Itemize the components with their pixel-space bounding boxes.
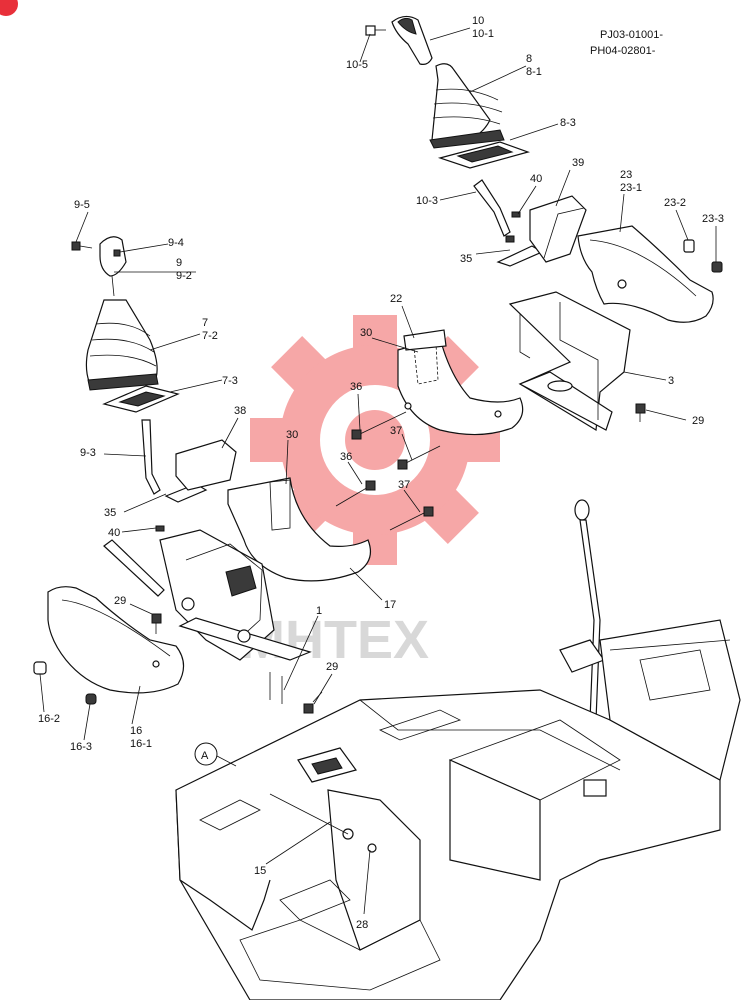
bolt-9-5 <box>71 241 93 251</box>
callout-7-3: 7-3 <box>222 375 238 387</box>
side-cover-30-upper <box>397 337 524 436</box>
side-cover-16 <box>47 586 185 694</box>
callout-8: 8 <box>526 53 532 65</box>
callout-9-4: 9-4 <box>168 237 184 249</box>
base-frame <box>175 619 741 1000</box>
callout-23-1: 23-1 <box>620 182 642 194</box>
boot-plate-7-3 <box>102 385 180 413</box>
leader-lines <box>39 27 717 915</box>
callout-29-lower: 29 <box>326 661 338 673</box>
callout-36-upper: 36 <box>350 381 362 393</box>
clip-40-lower <box>155 525 165 532</box>
pin-9-4 <box>113 249 121 257</box>
callout-40-upper: 40 <box>530 173 542 185</box>
callout-35-upper: 35 <box>460 253 472 265</box>
boot-plate-8-3 <box>437 141 530 169</box>
callout-10-5: 10-5 <box>346 59 368 71</box>
callout-9: 9 <box>176 257 182 269</box>
bolt-37-upper <box>397 445 441 470</box>
cap-23-2 <box>683 239 695 253</box>
callout-29-upper: 29 <box>692 415 704 427</box>
callout-7-2: 7-2 <box>202 330 218 342</box>
callout-30-lower: 30 <box>286 429 298 441</box>
callout-10-3: 10-3 <box>416 195 438 207</box>
cover-39 <box>529 195 587 263</box>
callout-8-3: 8-3 <box>560 117 576 129</box>
callout-labels: 10 10-1 10-5 8 8-1 8-3 39 40 10-3 35 23 … <box>38 15 724 931</box>
console-stand-3 <box>508 291 631 432</box>
callout-36-lower: 36 <box>340 451 352 463</box>
callout-23-3: 23-3 <box>702 213 724 225</box>
callout-40-lower: 40 <box>108 527 120 539</box>
lever-rod-10-3 <box>473 179 515 243</box>
callout-17: 17 <box>384 599 396 611</box>
side-cover-30-lower <box>227 477 371 582</box>
control-lever <box>559 499 605 721</box>
shift-knob-9 <box>99 236 127 297</box>
callout-28: 28 <box>356 919 368 931</box>
callout-37-lower: 37 <box>398 479 410 491</box>
callout-1: 1 <box>316 605 322 617</box>
shift-boot-7 <box>85 299 159 391</box>
callout-22: 22 <box>390 293 402 305</box>
callout-35-lower: 35 <box>104 507 116 519</box>
corner-badge-icon <box>0 0 18 16</box>
bolt-29-lever <box>151 613 162 634</box>
shift-boot-8 <box>429 63 505 149</box>
serial-range-2: PH04-02801- <box>590 45 656 57</box>
bolt-36-upper <box>351 411 407 440</box>
callout-15: 15 <box>254 865 266 877</box>
serial-range-1: PJ03-01001- <box>600 29 663 41</box>
shift-knob-10 <box>391 15 433 65</box>
callout-38: 38 <box>234 405 246 417</box>
callout-16-3: 16-3 <box>70 741 92 753</box>
lever-assembly-1 <box>103 529 312 704</box>
bracket-35-upper <box>496 245 544 267</box>
callout-9-3: 9-3 <box>80 447 96 459</box>
cover-38 <box>175 439 237 491</box>
callout-3: 3 <box>668 375 674 387</box>
callout-39: 39 <box>572 157 584 169</box>
callout-30-upper: 30 <box>360 327 372 339</box>
callout-16-2: 16-2 <box>38 713 60 725</box>
view-marker: A <box>194 742 237 767</box>
callout-29-lever: 29 <box>114 595 126 607</box>
lever-rod-9-3 <box>141 419 161 495</box>
callout-7: 7 <box>202 317 208 329</box>
callout-16: 16 <box>130 725 142 737</box>
clip-40-upper <box>511 211 521 218</box>
cap-23-3 <box>711 261 723 273</box>
svg-text:A: A <box>201 750 209 762</box>
bolt-36-lower <box>335 480 376 507</box>
callout-10-1: 10-1 <box>472 28 494 40</box>
callout-23: 23 <box>620 169 632 181</box>
bolt-10-5 <box>365 25 386 36</box>
callout-23-2: 23-2 <box>664 197 686 209</box>
cap-16-3 <box>85 693 97 705</box>
callout-37-upper: 37 <box>390 425 402 437</box>
callout-8-1: 8-1 <box>526 66 542 78</box>
side-cover-23 <box>577 225 714 323</box>
callout-16-1: 16-1 <box>130 738 152 750</box>
plate-22 <box>403 329 447 351</box>
callout-9-2: 9-2 <box>176 270 192 282</box>
callout-10: 10 <box>472 15 484 27</box>
callout-9-5: 9-5 <box>74 199 90 211</box>
bolt-37-lower <box>389 506 434 531</box>
bolt-29-upper <box>635 403 646 422</box>
cap-16-2 <box>33 661 47 675</box>
